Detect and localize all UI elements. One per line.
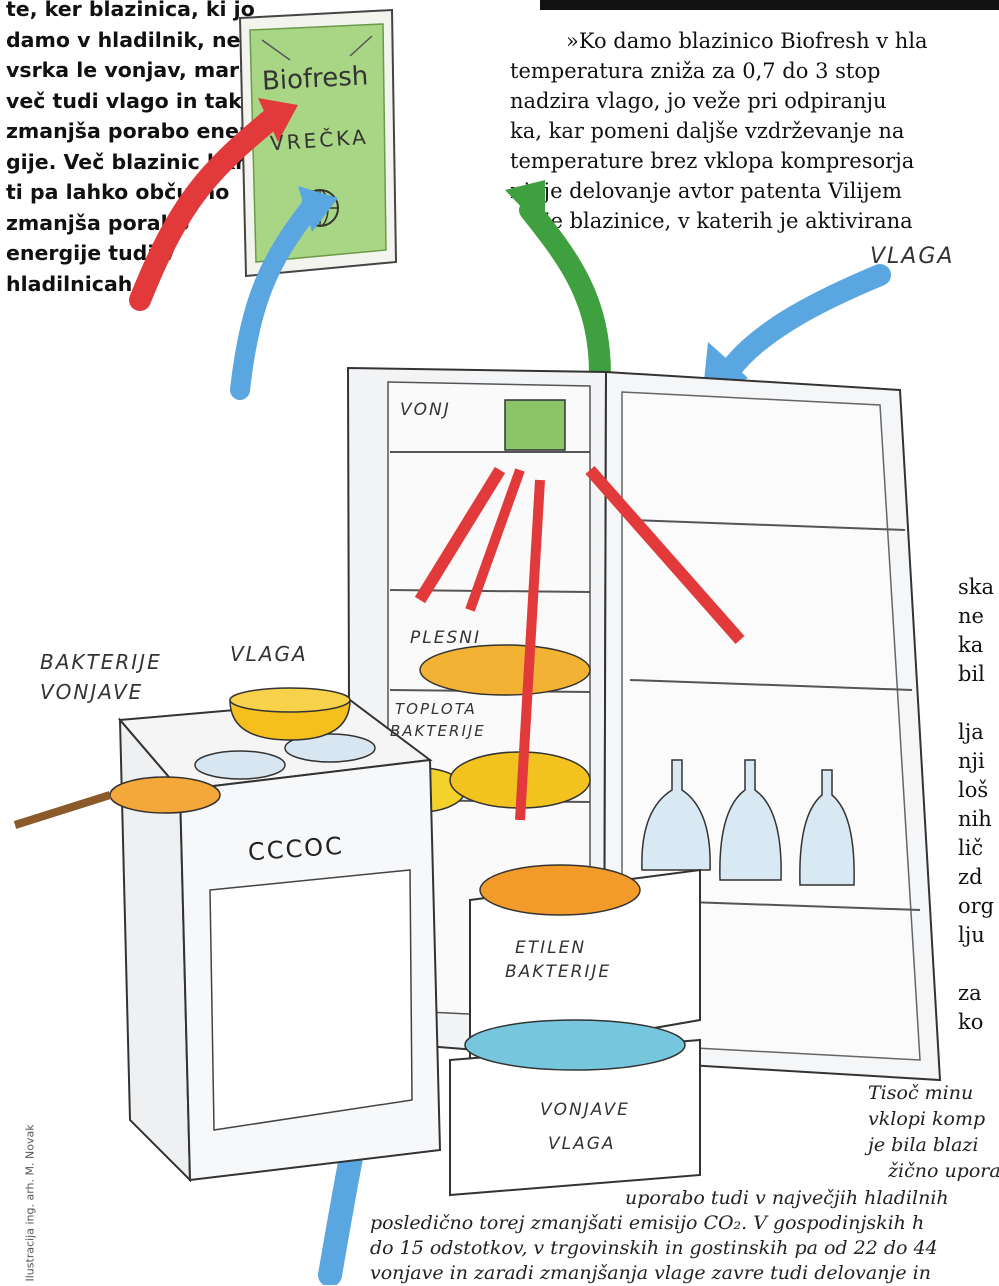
- fragment: zd: [958, 863, 994, 892]
- fragment: ka: [958, 631, 994, 660]
- right-fragment-column: ska ne ka bil lja nji loš nih lič zd org…: [958, 573, 994, 1037]
- bottom-line: uporabo tudi v največjih hladilnih: [625, 1185, 949, 1211]
- label-etilen: ETILEN: [515, 938, 586, 958]
- fragment: lič: [958, 834, 994, 863]
- illustration-credit: Ilustracija ing. arh. M. Novak: [24, 1142, 37, 1282]
- label-vonj: VONJ: [400, 400, 451, 420]
- label-vonjave: VONJAVE: [40, 680, 143, 704]
- fragment: lju: [958, 921, 994, 950]
- fragment: za: [958, 979, 994, 1008]
- label-vlaga-stove: VLAGA: [230, 642, 308, 666]
- fragment: ska: [958, 573, 994, 602]
- label-vlaga-drawer: VLAGA: [548, 1134, 616, 1154]
- caption-line: žično upora: [868, 1158, 999, 1184]
- fragment: [958, 950, 994, 979]
- fragment: [958, 689, 994, 718]
- bottom-line: do 15 odstotkov, v trgovinskih in gostin…: [370, 1235, 938, 1261]
- caption-line: vklopi komp: [868, 1106, 999, 1132]
- bottom-line: vonjave in zaradi zmanjšanja vlage zavre…: [370, 1260, 931, 1286]
- label-plesni: PLESNI: [410, 628, 481, 648]
- label-toplota: TOPLOTA: [395, 700, 477, 718]
- fragment: loš: [958, 776, 994, 805]
- label-bakterije-mid: BAKTERIJE: [390, 722, 486, 740]
- bag-brand: Biofresh: [261, 61, 369, 97]
- fragment: nji: [958, 747, 994, 776]
- label-vlaga-top: VLAGA: [870, 244, 954, 269]
- caption: Tisoč minu vklopi komp je bila blazi žič…: [868, 1080, 999, 1184]
- stove: [15, 688, 440, 1180]
- caption-line: je bila blazi: [868, 1132, 999, 1158]
- fragment: nih: [958, 805, 994, 834]
- bottom-line: posledično torej zmanjšati emisijo CO₂. …: [370, 1210, 924, 1236]
- green-arrow: [530, 210, 600, 375]
- caption-line: Tisoč minu: [868, 1080, 999, 1106]
- fragment: ne: [958, 602, 994, 631]
- label-vonjave-drawer: VONJAVE: [540, 1100, 630, 1120]
- green-arrow-head: [505, 180, 545, 232]
- label-bakterije: BAKTERIJE: [40, 650, 162, 674]
- fragment: ko: [958, 1008, 994, 1037]
- label-bakterije-drawer: BAKTERIJE: [505, 962, 611, 982]
- fragment: bil: [958, 660, 994, 689]
- blue-arrow-right: [730, 275, 880, 370]
- fragment: lja: [958, 718, 994, 747]
- fragment: org: [958, 892, 994, 921]
